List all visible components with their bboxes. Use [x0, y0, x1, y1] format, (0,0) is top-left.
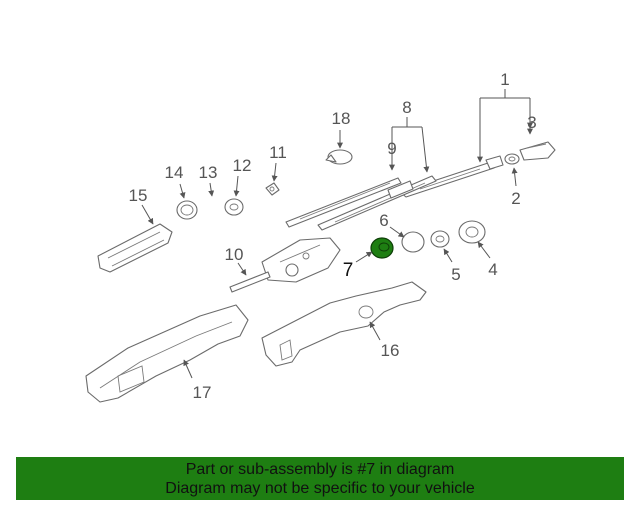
- leader-lines: [141, 89, 530, 379]
- callout-16: 16: [381, 341, 400, 360]
- part-18-washer-nozzle[interactable]: [325, 149, 353, 165]
- part-3-arm-cap[interactable]: [519, 141, 556, 161]
- callout-1: 1: [500, 70, 509, 89]
- banner-line-disclaimer: Diagram may not be specific to your vehi…: [165, 480, 475, 497]
- parts-diagram: 1 2 3 4 5 6 7 8 9 10 11 12 13 14 15 16 1…: [85, 70, 556, 403]
- callout-18: 18: [332, 109, 351, 128]
- callout-8: 8: [402, 98, 411, 117]
- part-7-highlighted-cap[interactable]: [370, 237, 394, 259]
- part-6-cover[interactable]: [401, 231, 425, 253]
- callout-6: 6: [379, 211, 388, 230]
- part-9-wiper-blade[interactable]: [285, 177, 402, 228]
- callout-4: 4: [488, 260, 497, 279]
- part-4-cap[interactable]: [458, 220, 486, 244]
- part-2-nut[interactable]: [504, 153, 520, 165]
- callout-2: 2: [511, 189, 520, 208]
- part-14-seal[interactable]: [176, 200, 198, 220]
- part-16-panel[interactable]: [261, 281, 427, 367]
- part-17-trim[interactable]: [85, 304, 249, 403]
- callout-10: 10: [225, 245, 244, 264]
- callout-15: 15: [129, 186, 148, 205]
- callout-5: 5: [451, 265, 460, 284]
- callout-12: 12: [233, 156, 252, 175]
- part-8-wiper-blade-insert[interactable]: [317, 175, 437, 231]
- callout-labels: 1 2 3 4 5 6 7 8 9 10 11 12 13 14 15 16 1…: [129, 70, 537, 402]
- callout-13: 13: [199, 163, 218, 182]
- callout-14: 14: [165, 163, 184, 182]
- callout-17: 17: [193, 383, 212, 402]
- callout-7: 7: [343, 260, 354, 281]
- part-12-grommet[interactable]: [224, 198, 244, 216]
- part-1-wiper-arm[interactable]: [399, 155, 504, 198]
- part-11-clip[interactable]: [265, 182, 280, 196]
- callout-11: 11: [269, 143, 287, 162]
- part-15-bracket[interactable]: [97, 223, 173, 273]
- part-10-wiper-motor[interactable]: [229, 237, 341, 293]
- callout-9: 9: [387, 139, 396, 158]
- part-5-nut[interactable]: [430, 230, 450, 248]
- callout-3: 3: [527, 113, 536, 132]
- highlight-info-banner: Part or sub-assembly is #7 in diagram Di…: [16, 457, 624, 500]
- banner-line-part-info: Part or sub-assembly is #7 in diagram: [185, 461, 455, 478]
